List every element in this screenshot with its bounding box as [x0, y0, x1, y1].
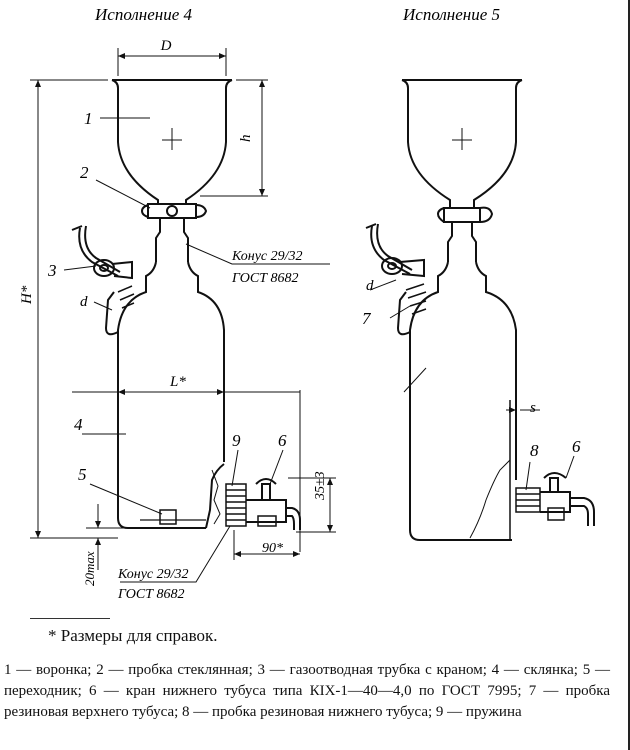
callout-1: 1 — [84, 109, 93, 128]
dim-D: D — [160, 38, 172, 54]
callout-8: 8 — [530, 441, 539, 460]
legend-caption: 1 — воронка; 2 — пробка стеклянная; 3 — … — [4, 662, 610, 720]
callout-4: 4 — [74, 415, 83, 434]
title-variant-5: Исполнение 5 — [402, 5, 500, 24]
callout-9: 9 — [232, 431, 241, 450]
title-variant-4: Исполнение 4 — [94, 5, 193, 24]
left-dimensions — [30, 48, 336, 583]
left-apparatus — [71, 79, 301, 530]
spring-9 — [225, 483, 247, 527]
dim-h: h — [238, 135, 254, 143]
callout-2: 2 — [80, 163, 89, 182]
callout-3: 3 — [47, 261, 57, 280]
callout-5: 5 — [78, 465, 87, 484]
rubber-stopper-8 — [515, 487, 541, 513]
dim-s: s — [530, 400, 536, 416]
adapter-5 — [159, 509, 177, 525]
funnel-left — [111, 79, 233, 205]
footnote: * Размеры для справок. — [48, 626, 218, 645]
funnel-stopcock-left — [147, 203, 197, 219]
dim-35: 35±3 — [313, 471, 328, 501]
dim-20max: 20max — [82, 551, 97, 586]
gas-outlet-tube — [78, 225, 121, 336]
dim-H: H* — [19, 285, 35, 305]
bottom-tap-right — [540, 472, 595, 526]
technical-drawing: Исполнение 4 Исполнение 5 — [19, 5, 595, 600]
bottle-right — [409, 261, 517, 541]
page-edge — [628, 0, 630, 750]
callout-7: 7 — [362, 309, 372, 328]
cone-top-line1: Конус 29/32 — [231, 249, 303, 264]
bottom-tap-left — [246, 478, 301, 530]
funnel-stopcock-right — [443, 207, 481, 223]
cone-top-line2: ГОСТ 8682 — [231, 271, 299, 286]
dim-L: L* — [169, 374, 186, 390]
right-dimensions — [369, 279, 575, 491]
callout-6-right: 6 — [572, 437, 581, 456]
bottle-left — [117, 261, 225, 529]
funnel-right — [401, 79, 523, 208]
callout-6-left: 6 — [278, 431, 287, 450]
cone-bottom-line1: Конус 29/32 — [117, 567, 189, 582]
rubber-stopper-7 — [405, 283, 427, 315]
dim-90: 90* — [262, 541, 283, 556]
dim-d-right: d — [366, 278, 374, 294]
cone-bottom-line2: ГОСТ 8682 — [117, 587, 185, 600]
right-apparatus — [365, 79, 595, 541]
dim-d-left: d — [80, 294, 88, 310]
footnote-rule — [30, 618, 110, 619]
